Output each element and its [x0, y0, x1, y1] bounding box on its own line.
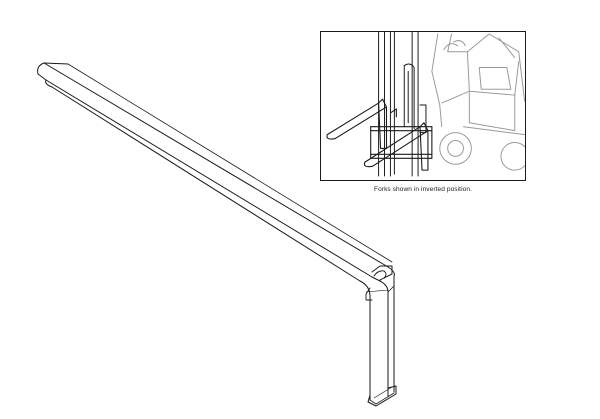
- forklift-with-inverted-forks-icon: [326, 32, 525, 177]
- inset-illustration: [320, 31, 526, 181]
- inset-caption: Forks shown in inverted position.: [374, 186, 472, 193]
